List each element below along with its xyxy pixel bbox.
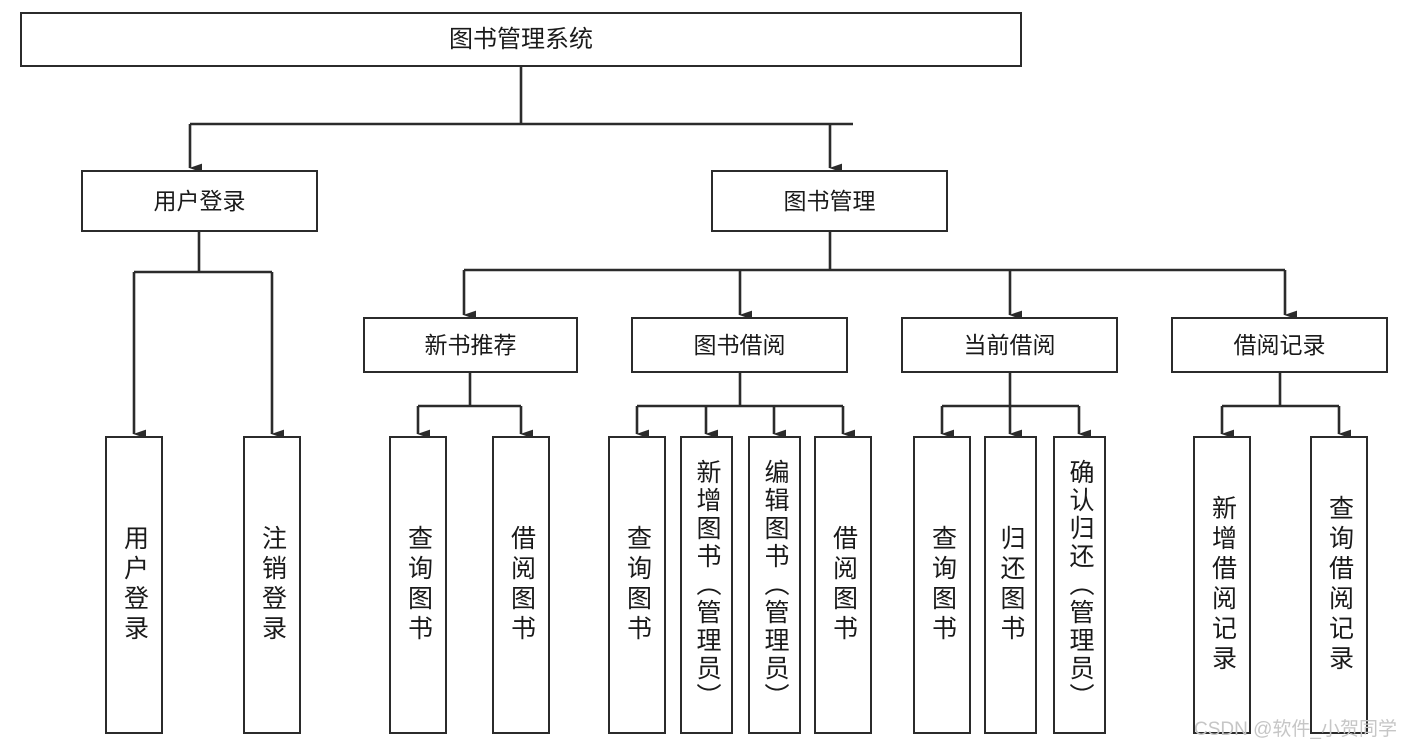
node-leaf-query-book-borrow[interactable]: 查询图书	[608, 436, 666, 734]
node-label: 用户登录	[120, 525, 149, 645]
node-label: 归还图书	[997, 525, 1025, 645]
node-label: 新增图书（管理员）	[693, 459, 721, 711]
node-leaf-query-book-current[interactable]: 查询图书	[913, 436, 971, 734]
node-root-book-management-system[interactable]: 图书管理系统	[20, 12, 1022, 67]
node-label: 图书借阅	[693, 331, 786, 358]
node-new-book-recommend[interactable]: 新书推荐	[363, 317, 578, 373]
node-book-management[interactable]: 图书管理	[711, 170, 948, 232]
watermark: CSDN @软件_小贺同学	[1194, 719, 1397, 740]
node-label: 查询借阅记录	[1325, 495, 1354, 675]
node-leaf-edit-book-admin[interactable]: 编辑图书（管理员）	[748, 436, 801, 734]
node-label: 编辑图书（管理员）	[761, 459, 789, 711]
node-leaf-logout[interactable]: 注销登录	[243, 436, 301, 734]
node-label: 新增借阅记录	[1208, 495, 1237, 675]
node-leaf-query-book-recommend[interactable]: 查询图书	[389, 436, 447, 734]
node-label: 图书管理	[783, 187, 876, 214]
node-leaf-add-borrow-record[interactable]: 新增借阅记录	[1193, 436, 1251, 734]
node-leaf-add-book-admin[interactable]: 新增图书（管理员）	[680, 436, 733, 734]
node-label: 查询图书	[623, 525, 652, 645]
node-label: 新书推荐	[424, 331, 517, 358]
node-leaf-confirm-return-admin[interactable]: 确认归还（管理员）	[1053, 436, 1106, 734]
node-label: 注销登录	[258, 525, 287, 645]
node-leaf-user-login[interactable]: 用户登录	[105, 436, 163, 734]
node-label: 查询图书	[404, 525, 433, 645]
node-leaf-return-book[interactable]: 归还图书	[984, 436, 1037, 734]
node-label: 借阅记录	[1233, 331, 1326, 358]
node-label: 确认归还（管理员）	[1066, 459, 1094, 711]
node-current-borrow[interactable]: 当前借阅	[901, 317, 1118, 373]
node-borrow-record[interactable]: 借阅记录	[1171, 317, 1388, 373]
node-label: 当前借阅	[963, 331, 1056, 358]
node-user-login[interactable]: 用户登录	[81, 170, 318, 232]
node-leaf-borrow-book-recommend[interactable]: 借阅图书	[492, 436, 550, 734]
node-label: 查询图书	[928, 525, 957, 645]
node-leaf-borrow-book[interactable]: 借阅图书	[814, 436, 872, 734]
node-leaf-query-borrow-record[interactable]: 查询借阅记录	[1310, 436, 1368, 734]
node-label: 用户登录	[153, 187, 246, 214]
node-label: 借阅图书	[829, 525, 858, 645]
node-label: 借阅图书	[507, 525, 536, 645]
node-book-borrow[interactable]: 图书借阅	[631, 317, 848, 373]
node-label: 图书管理系统	[449, 25, 593, 53]
